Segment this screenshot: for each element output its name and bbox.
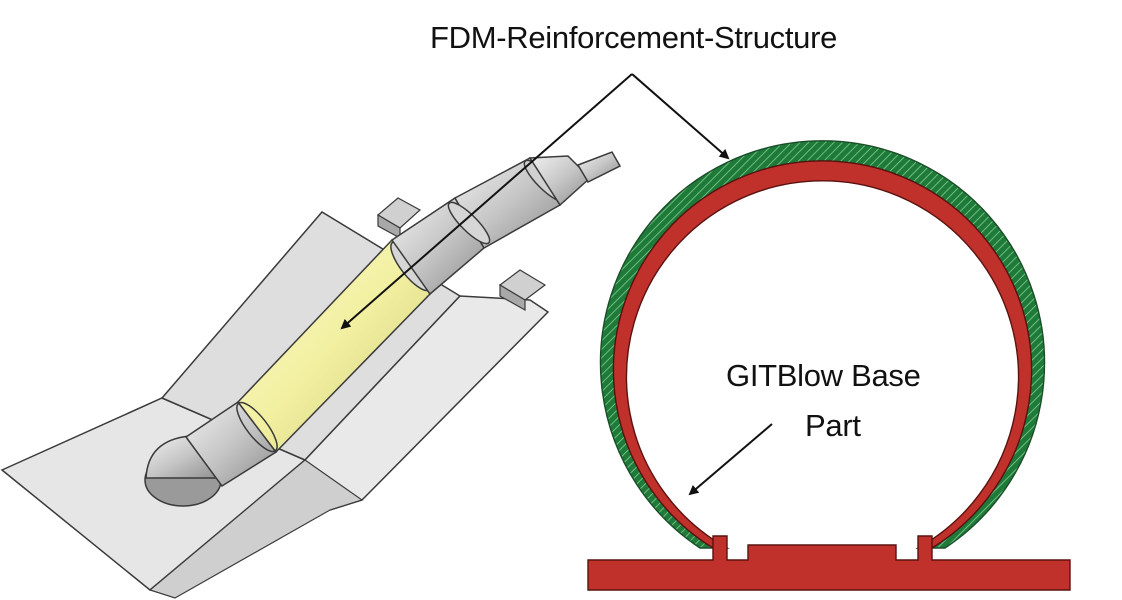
cross-section-view bbox=[587, 140, 1071, 591]
sheet-clip-lower bbox=[498, 269, 547, 312]
base-part-flange bbox=[587, 535, 1071, 591]
base-part-label-line1: GITBlow Base bbox=[726, 358, 921, 393]
tube-ring-mid bbox=[447, 201, 491, 245]
reinforcement-label: FDM-Reinforcement-Structure bbox=[430, 20, 838, 55]
reinforcement-layer bbox=[599, 140, 1046, 549]
tube-nozzle-pipe bbox=[576, 151, 622, 183]
annotation-arrows bbox=[340, 73, 773, 496]
sheet-clip-upper bbox=[376, 197, 422, 240]
arrow-to-3d-reinforcement bbox=[340, 73, 633, 330]
arrow-to-section-reinforcement bbox=[631, 73, 730, 160]
arrow-to-base-part bbox=[688, 423, 773, 496]
base-part-label-line2: Part bbox=[805, 408, 861, 443]
assembly-3d-view bbox=[0, 151, 622, 599]
tube-ring-lower bbox=[236, 401, 278, 453]
base-sheet-front-edge bbox=[148, 459, 364, 599]
